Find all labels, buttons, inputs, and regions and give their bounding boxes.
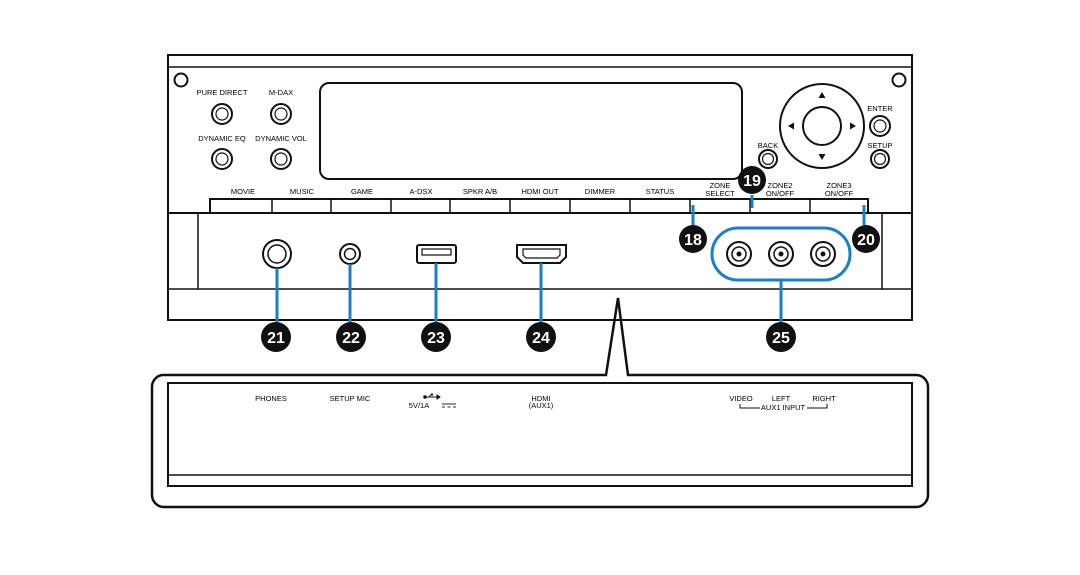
usb-rating-label: 5V/1A — [409, 401, 429, 410]
screw-left-icon — [173, 72, 189, 88]
navigation-cluster: ENTER BACK SETUP — [758, 83, 893, 169]
game-button[interactable] — [332, 200, 390, 212]
detail-labels: PHONES SETUP MIC 5V/1A HDMI (AUX1) VIDEO… — [255, 393, 836, 412]
dynamic-vol-label: DYNAMIC VOL — [255, 134, 307, 143]
game-label: GAME — [351, 187, 373, 196]
hdmi-label-line2: (AUX1) — [529, 401, 554, 410]
setup-mic-jack[interactable] — [339, 243, 361, 265]
hdmi-out-button[interactable] — [511, 200, 569, 212]
phones-jack[interactable] — [262, 239, 292, 269]
usb-icon — [423, 393, 441, 400]
display-window — [319, 82, 743, 180]
leader-lines — [275, 195, 866, 322]
callout-25: 25 — [766, 322, 796, 352]
cursor-ring[interactable] — [779, 83, 865, 169]
callout-23: 23 — [421, 322, 451, 352]
svg-text:21: 21 — [267, 330, 285, 347]
callout-22: 22 — [336, 322, 366, 352]
zone2-label-line2: ON/OFF — [766, 189, 795, 198]
aux1-rca-group — [726, 241, 836, 267]
function-button-strip: MOVIE MUSIC GAME A-DSX SPKR A/B HDMI OUT… — [209, 181, 869, 214]
callout-18: 18 — [679, 225, 707, 253]
setup-mic-label: SETUP MIC — [330, 394, 371, 403]
aux1-highlight-outline — [710, 226, 852, 282]
enter-button[interactable] — [869, 115, 891, 137]
a-dsx-label: A-DSX — [410, 187, 433, 196]
dimmer-button[interactable] — [571, 200, 629, 212]
setup-label: SETUP — [867, 141, 892, 150]
left-label: LEFT — [772, 394, 791, 403]
callout-24: 24 — [526, 322, 556, 352]
callout-20: 20 — [852, 225, 880, 253]
m-dax-label: M-DAX — [269, 88, 293, 97]
zone3-label-line1: ZONE3 — [826, 181, 851, 190]
arrow-right-icon[interactable] — [850, 122, 856, 130]
arrow-down-icon[interactable] — [818, 154, 826, 160]
dc-symbol-icon — [442, 403, 456, 408]
svg-text:25: 25 — [772, 330, 790, 347]
svg-text:24: 24 — [532, 330, 550, 347]
svg-text:18: 18 — [684, 232, 702, 249]
music-label: MUSIC — [290, 187, 315, 196]
detail-panel — [167, 382, 913, 487]
front-jacks — [262, 239, 836, 269]
aux1-input-label: AUX1 INPUT — [761, 403, 806, 412]
pure-direct-button[interactable] — [211, 103, 233, 125]
movie-label: MOVIE — [231, 187, 255, 196]
right-label: RIGHT — [812, 394, 836, 403]
zone-select-label-line2: SELECT — [705, 189, 735, 198]
status-button[interactable] — [631, 200, 689, 212]
phones-label: PHONES — [255, 394, 287, 403]
zone2-label-line1: ZONE2 — [767, 181, 792, 190]
back-label: BACK — [758, 141, 778, 150]
svg-text:22: 22 — [342, 330, 360, 347]
spkr-ab-button[interactable] — [451, 200, 509, 212]
zone-select-label-line1: ZONE — [710, 181, 731, 190]
dynamic-vol-button[interactable] — [270, 148, 292, 170]
music-button[interactable] — [273, 200, 330, 212]
hdmi-out-label: HDMI OUT — [521, 187, 558, 196]
spkr-ab-label: SPKR A/B — [463, 187, 497, 196]
left-buttons: PURE DIRECT M-DAX DYNAMIC EQ DYNAMIC VOL — [197, 88, 307, 170]
callouts: 18 19 20 21 22 23 24 25 — [261, 166, 880, 352]
zone3-onoff-button[interactable] — [811, 200, 867, 212]
status-label: STATUS — [646, 187, 674, 196]
detail-outline — [150, 297, 930, 509]
usb-port[interactable] — [416, 244, 457, 264]
zone2-onoff-button[interactable] — [751, 200, 809, 212]
label-detail-box — [150, 297, 930, 509]
svg-text:23: 23 — [427, 330, 445, 347]
callout-19: 19 — [738, 166, 766, 194]
pure-direct-label: PURE DIRECT — [197, 88, 248, 97]
m-dax-button[interactable] — [270, 103, 292, 125]
back-button[interactable] — [758, 149, 778, 169]
video-label: VIDEO — [729, 394, 753, 403]
setup-button[interactable] — [870, 149, 890, 169]
enter-label: ENTER — [867, 104, 893, 113]
arrow-up-icon[interactable] — [818, 92, 826, 98]
svg-text:19: 19 — [743, 173, 761, 190]
a-dsx-button[interactable] — [392, 200, 449, 212]
screw-right-icon — [891, 72, 907, 88]
arrow-left-icon[interactable] — [788, 122, 794, 130]
movie-button[interactable] — [211, 200, 271, 212]
dynamic-eq-label: DYNAMIC EQ — [198, 134, 246, 143]
zone3-label-line2: ON/OFF — [825, 189, 854, 198]
hdmi-label-line1: HDMI — [531, 394, 550, 403]
dynamic-eq-button[interactable] — [211, 148, 233, 170]
aux1-bracket — [739, 404, 828, 409]
svg-text:20: 20 — [857, 232, 875, 249]
dimmer-label: DIMMER — [585, 187, 616, 196]
center-button[interactable] — [802, 106, 842, 146]
hdmi-port[interactable] — [516, 244, 567, 264]
callout-21: 21 — [261, 322, 291, 352]
zone-select-button[interactable] — [691, 200, 749, 212]
